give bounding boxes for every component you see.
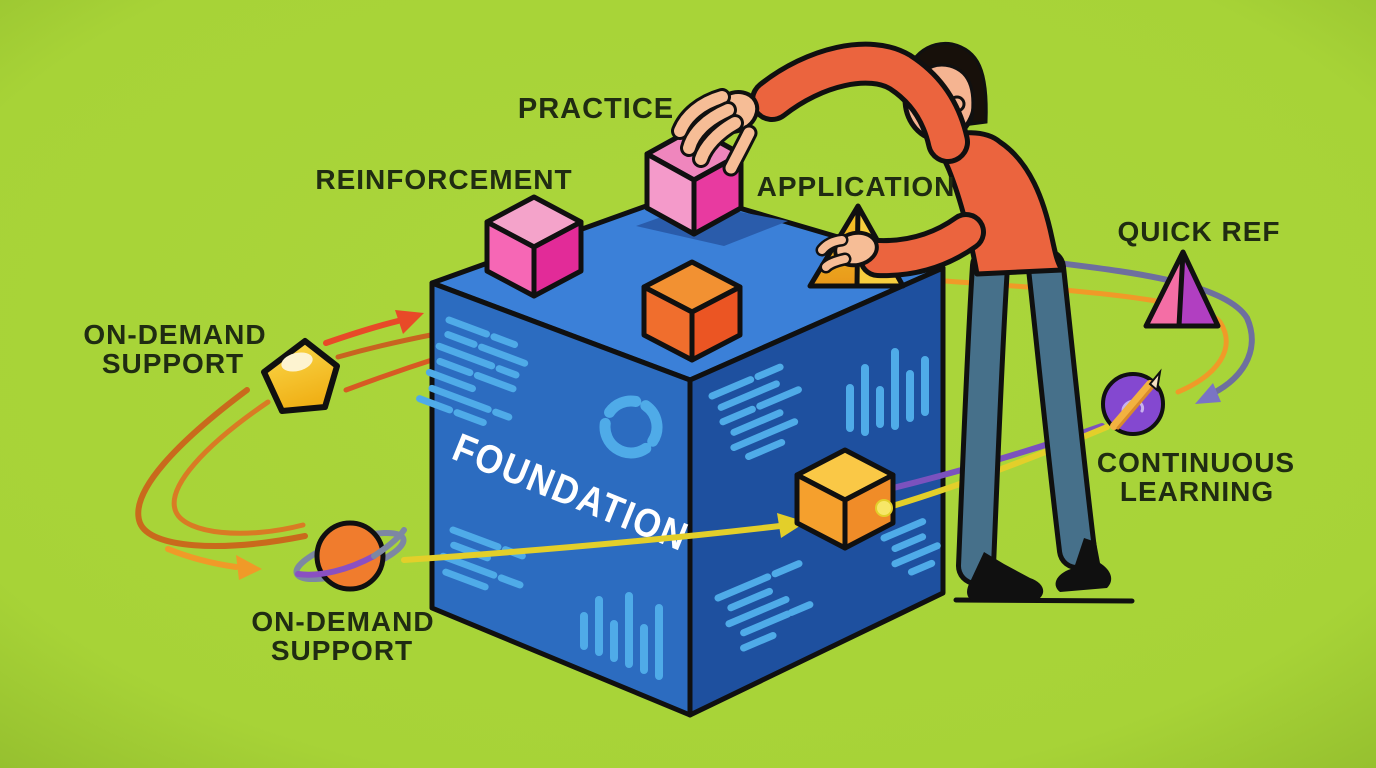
person-back-hand: [815, 230, 879, 274]
code-lines-icon: [880, 518, 941, 576]
continuous-learning-label-line1: CONTINUOUS: [1097, 447, 1295, 478]
orange-cube: [641, 259, 743, 363]
person-front-hand: [671, 88, 760, 177]
donut-chart-icon: [599, 395, 663, 459]
equalizer-bars-icon: [846, 348, 929, 436]
on-demand-support-lower-label-line1: ON-DEMAND: [251, 606, 434, 637]
flow-glow-dot: [875, 499, 893, 517]
bar-chart-icon: [580, 592, 663, 680]
on-demand-support-lower-label-line2: SUPPORT: [271, 635, 413, 666]
support-pentagon-icon: [261, 338, 340, 414]
on-demand-orbit-arcs: [135, 387, 308, 549]
progress-cube: [794, 447, 896, 551]
code-lines-icon: [416, 316, 529, 426]
planet-orbit-icon: [293, 520, 407, 592]
code-lines-icon: [708, 363, 802, 461]
person-back-shoe: [1055, 538, 1112, 592]
continuous-learning-label-line2: LEARNING: [1120, 476, 1274, 507]
cube-detail-graphics: [416, 316, 941, 680]
arrowhead-orange: [236, 555, 262, 580]
support-arrow-red: [323, 318, 401, 346]
pencil-icon: [1110, 380, 1154, 430]
reinforcement-cube: [484, 194, 584, 299]
on-demand-support-upper-label-line1: ON-DEMAND: [83, 319, 266, 350]
knowledge-flow-line: [401, 513, 806, 563]
person-figure: [750, 41, 1135, 604]
on-demand-arrow: [165, 546, 262, 580]
pencil-orb-icon: [1101, 368, 1165, 436]
person-front-shoe: [967, 552, 1044, 602]
quickref-orbit-arrowhead: [1195, 383, 1221, 404]
pentagon-highlight: [281, 352, 313, 372]
person-torso: [933, 130, 1065, 277]
support-line-red-3: [343, 355, 441, 393]
pencil-tip: [1148, 368, 1162, 392]
planet-ring-front-gray: [371, 527, 407, 559]
application-label: APPLICATION: [757, 171, 956, 202]
arrowhead-yellow: [777, 513, 806, 538]
quick-ref-label: QUICK REF: [1118, 216, 1281, 247]
practice-label: PRACTICE: [518, 93, 674, 125]
reinforcement-label: REINFORCEMENT: [315, 164, 572, 195]
code-lines-icon: [714, 560, 814, 652]
support-line-red-2: [335, 331, 439, 360]
quick-ref-pyramid: [1143, 249, 1221, 329]
planet-ring-front-purple: [295, 553, 377, 578]
arrowhead-red: [395, 310, 424, 334]
on-demand-support-upper-label-line2: SUPPORT: [102, 348, 244, 379]
quickref-orbit-arc-purple: [1055, 260, 1255, 399]
support-arrow-red-group: [323, 310, 441, 393]
